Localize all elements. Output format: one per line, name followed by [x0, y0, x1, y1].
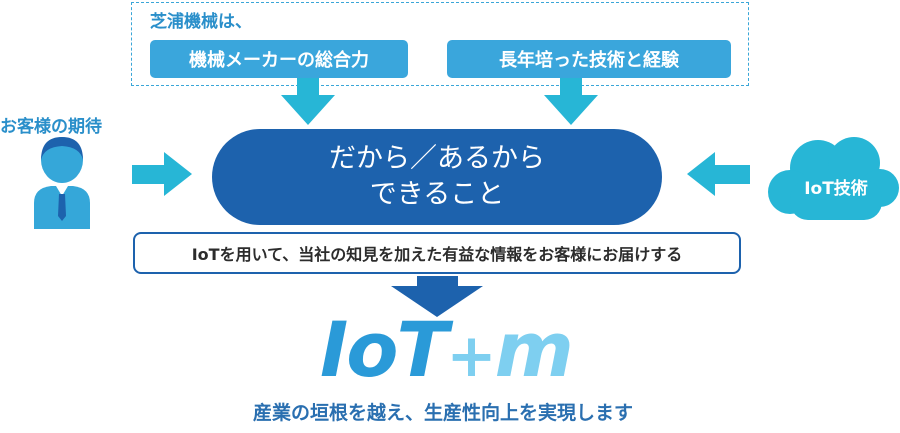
user-icon — [34, 137, 90, 229]
center-line-2: できること — [369, 179, 505, 210]
logo-plus: + — [446, 321, 496, 391]
logo-m: m — [494, 305, 574, 394]
down-arrow-left — [281, 78, 335, 125]
cloud-label: IoT技術 — [804, 179, 868, 199]
intro-text: 芝浦機械は、 — [150, 12, 252, 32]
right-arrow-left — [132, 152, 192, 196]
pill-manufacturer-strength: 機械メーカーの総合力 — [150, 40, 408, 78]
customer-expectation-label: お客様の期待 — [0, 117, 102, 137]
center-line-1: だから／あるから — [329, 143, 545, 174]
value-sentence-box: IoTを用いて、当社の知見を加えた有益な情報をお客様にお届けする — [133, 232, 741, 274]
tagline: 産業の垣根を越え、生産性向上を実現します — [252, 402, 633, 424]
down-arrow-center — [391, 276, 483, 317]
cloud-icon — [768, 137, 899, 220]
dashed-group-box — [131, 2, 749, 86]
center-statement: だから／あるから できること — [212, 129, 662, 225]
left-arrow-right — [687, 152, 750, 196]
iot-plus-m-logo: IoT+m — [320, 310, 574, 392]
logo-iot: IoT — [320, 305, 448, 394]
cloud-label-wrap: IoT技術 — [776, 174, 896, 199]
pill-experience: 長年培った技術と経験 — [447, 40, 731, 78]
down-arrow-right — [544, 78, 598, 125]
